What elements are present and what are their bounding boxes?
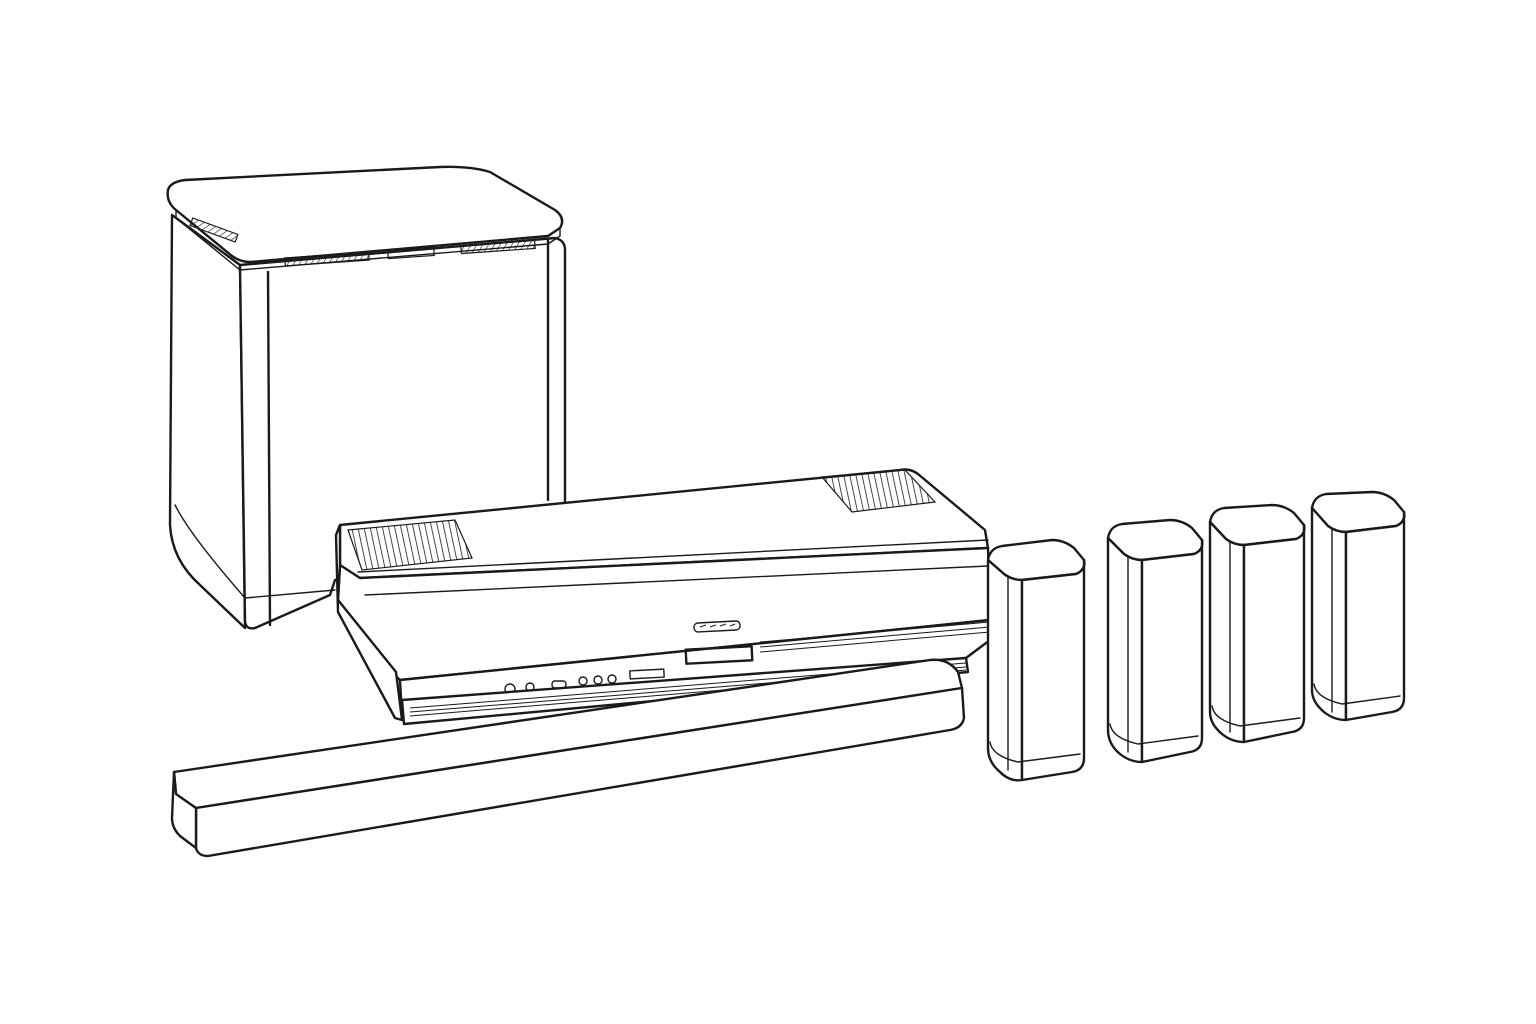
- volume-down-button[interactable]: [578, 676, 588, 686]
- receiver-vent-left: [347, 519, 473, 571]
- subwoofer-grille-left: [284, 251, 370, 267]
- satellite-speaker-4: [1310, 490, 1406, 722]
- receiver-vent-right: [820, 469, 937, 513]
- receiver-console: [334, 468, 992, 726]
- soundbar: [170, 658, 966, 858]
- volume-up-button[interactable]: [593, 675, 603, 685]
- satellite-speaker-1: [986, 538, 1086, 782]
- receiver-display: [684, 645, 754, 665]
- satellite-speaker-3: [1208, 503, 1306, 744]
- satellite-speaker-2: [1106, 518, 1204, 764]
- front-panel-slot: [629, 668, 665, 680]
- subwoofer-grille-mid: [387, 246, 435, 260]
- receiver-logo-badge: [693, 620, 741, 633]
- mute-button[interactable]: [607, 674, 617, 684]
- subwoofer-grille-side: [189, 217, 239, 243]
- subwoofer-grille-right: [460, 239, 536, 255]
